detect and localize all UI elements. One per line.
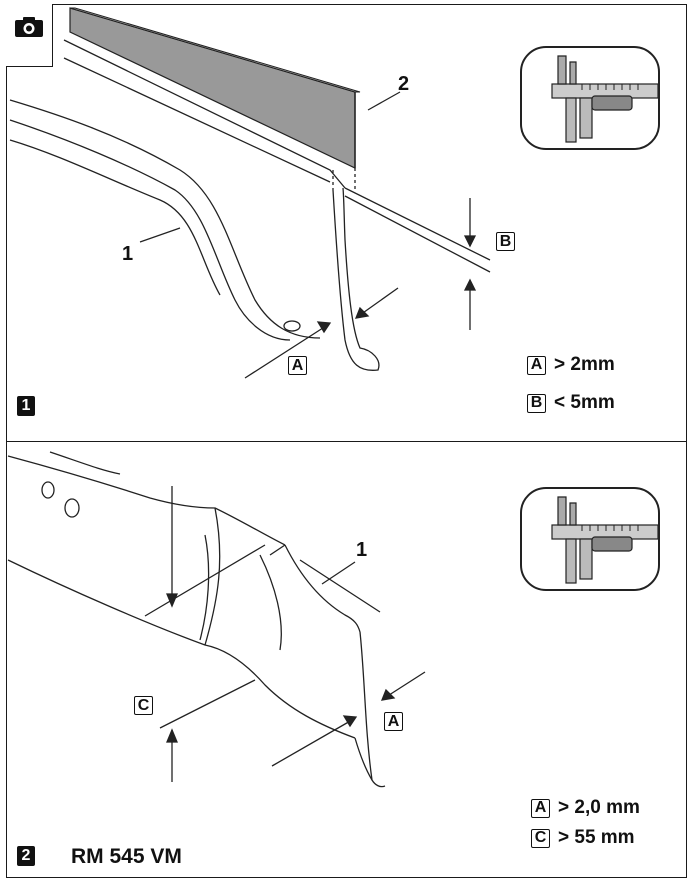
panel-1-drawing — [9, 7, 491, 379]
step-badge-2: 2 — [17, 846, 35, 866]
callout-ruler-2: 2 — [398, 73, 410, 95]
callout-blade-1: 1 — [122, 243, 134, 265]
blade-1-outline — [9, 39, 491, 371]
camera-icon-box — [6, 4, 53, 67]
caliper-icon — [551, 496, 658, 584]
tag-a2: A — [384, 712, 403, 731]
dimension-a-arrows — [244, 287, 399, 379]
caliper-icon — [551, 55, 658, 143]
tag-a: A — [288, 356, 307, 375]
caliper-badge-2 — [520, 487, 660, 591]
legend-value-a2: > 2,0 mm — [558, 797, 640, 818]
legend-value-a: > 2mm — [554, 354, 615, 375]
tag-b: B — [496, 232, 515, 251]
straight-edge-ruler — [69, 7, 361, 169]
legend-value-b: < 5mm — [554, 392, 615, 413]
legend-key-c: C — [531, 828, 550, 848]
legend-value-c: > 55 mm — [558, 827, 635, 848]
model-name: RM 545 VM — [71, 845, 182, 868]
step-badge-1: 1 — [17, 396, 35, 416]
callout-leaders — [139, 91, 401, 243]
panel-divider — [6, 441, 687, 442]
callout-blade-2: 1 — [356, 539, 368, 561]
caliper-badge-1 — [520, 46, 660, 150]
camera-icon — [15, 17, 43, 37]
legend-key-a: A — [527, 355, 546, 375]
legend-row-b: B < 5mm — [527, 392, 615, 414]
tag-c: C — [134, 696, 153, 715]
legend-row-c: C > 55 mm — [531, 827, 635, 849]
legend-row-a2: A > 2,0 mm — [531, 797, 640, 819]
legend-key-b: B — [527, 393, 546, 413]
dimension-b-arrows — [463, 198, 477, 330]
legend-row-a: A > 2mm — [527, 354, 615, 376]
legend-key-a2: A — [531, 798, 550, 818]
